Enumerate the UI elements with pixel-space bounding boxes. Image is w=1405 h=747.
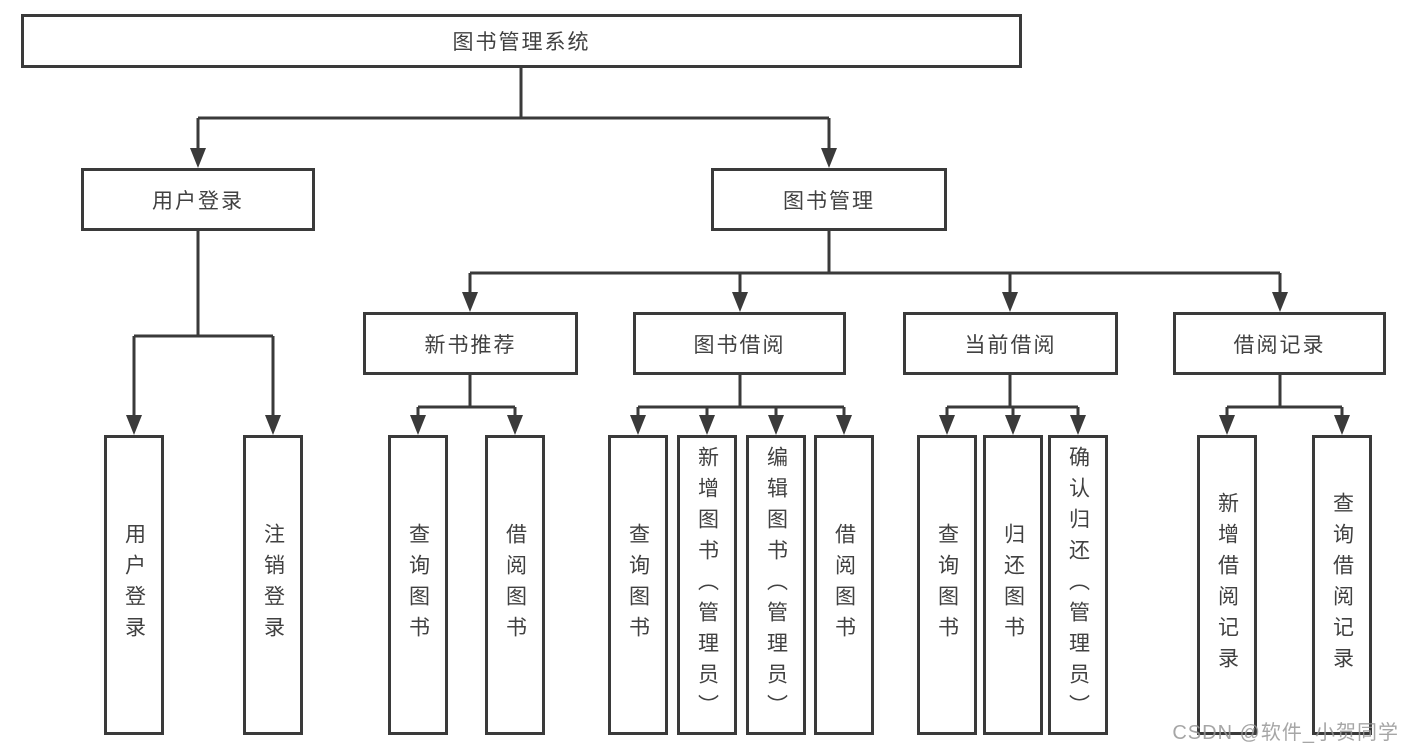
node-label: 新增借阅记录	[1215, 492, 1239, 678]
node-label: 编辑图书（管理员）	[764, 445, 788, 725]
leaf-query-borrow-record: 查询借阅记录	[1312, 435, 1372, 735]
node-label: 借阅记录	[1233, 333, 1326, 357]
leaf-query-books-recommend: 查询图书	[388, 435, 448, 735]
node-label: 归还图书	[1001, 523, 1025, 647]
leaf-add-book-admin: 新增图书（管理员）	[677, 435, 737, 735]
node-label: 新增图书（管理员）	[695, 445, 719, 725]
node-label: 图书管理系统	[452, 31, 591, 54]
node-library-management-system: 图书管理系统	[21, 14, 1022, 68]
node-book-borrowing: 图书借阅	[633, 312, 846, 375]
leaf-logout: 注销登录	[243, 435, 303, 735]
leaf-add-borrow-record: 新增借阅记录	[1197, 435, 1257, 735]
node-label: 注销登录	[261, 523, 285, 647]
node-label: 图书管理	[783, 189, 875, 213]
node-label: 用户登录	[122, 523, 146, 647]
node-new-book-recommend: 新书推荐	[363, 312, 578, 375]
node-label: 新书推荐	[424, 333, 517, 357]
node-current-borrowing: 当前借阅	[903, 312, 1118, 375]
node-label: 查询图书	[406, 523, 430, 647]
node-label: 用户登录	[152, 189, 244, 213]
node-label: 当前借阅	[964, 333, 1057, 357]
node-label: 确认归还（管理员）	[1066, 445, 1090, 725]
node-label: 图书借阅	[693, 333, 786, 357]
node-user-login: 用户登录	[81, 168, 315, 231]
node-borrow-records: 借阅记录	[1173, 312, 1386, 375]
node-label: 查询图书	[935, 523, 959, 647]
leaf-edit-book-admin: 编辑图书（管理员）	[746, 435, 806, 735]
leaf-return-books: 归还图书	[983, 435, 1043, 735]
node-label: 查询借阅记录	[1330, 492, 1354, 678]
node-book-management: 图书管理	[711, 168, 947, 231]
leaf-user-login: 用户登录	[104, 435, 164, 735]
leaf-query-books-borrowing: 查询图书	[608, 435, 668, 735]
node-label: 借阅图书	[503, 523, 527, 647]
leaf-borrow-books-recommend: 借阅图书	[485, 435, 545, 735]
leaf-confirm-return-admin: 确认归还（管理员）	[1048, 435, 1108, 735]
leaf-query-books-current: 查询图书	[917, 435, 977, 735]
node-label: 查询图书	[626, 523, 650, 647]
node-label: 借阅图书	[832, 523, 856, 647]
watermark-text: CSDN @软件_小贺同学	[1172, 722, 1399, 744]
leaf-borrow-books-borrowing: 借阅图书	[814, 435, 874, 735]
